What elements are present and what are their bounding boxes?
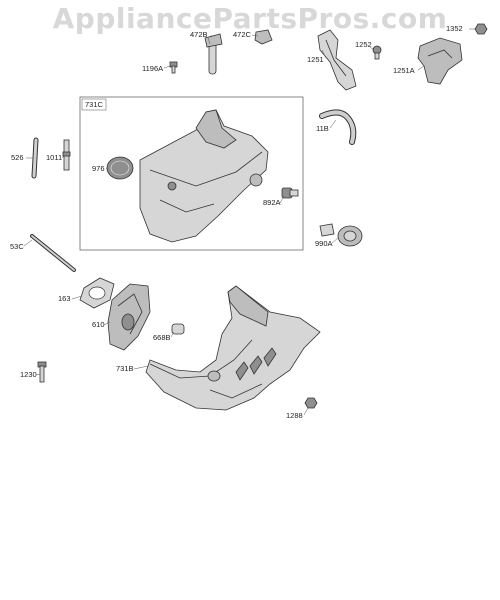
leader-lines (23, 28, 475, 416)
label-1252: 1252 (355, 40, 372, 49)
part-1288-nut[interactable] (304, 397, 318, 409)
part-990A-knob[interactable] (319, 223, 363, 247)
part-668B-spacer[interactable] (171, 323, 185, 335)
label-1251: 1251 (307, 55, 324, 64)
part-526-hose[interactable] (31, 137, 39, 179)
part-976-screen[interactable] (106, 156, 134, 180)
label-box-731C (81, 98, 107, 111)
part-53C-rod[interactable] (30, 234, 76, 272)
label-11B: 11B (316, 124, 329, 133)
part-1251-bracket[interactable] (317, 29, 357, 91)
watermark-text: AppliancePartsPros.com (52, 2, 448, 35)
part-1252-screw[interactable] (372, 45, 382, 60)
label-1196A: 1196A (142, 64, 163, 73)
label-668B: 668B (153, 333, 171, 342)
part-1230-bolt[interactable] (37, 361, 47, 383)
label-1352: 1352 (446, 24, 463, 33)
label-1011: 1011 (46, 153, 62, 162)
assembly-box-731C (79, 96, 304, 251)
label-610: 610 (92, 320, 105, 329)
part-610-shield[interactable] (107, 283, 151, 351)
label-731C: 731C (85, 100, 104, 109)
label-526: 526 (11, 153, 24, 162)
part-11B-tube[interactable] (319, 109, 357, 145)
part-472B-lever[interactable] (204, 33, 223, 75)
label-892A: 892A (263, 198, 281, 207)
label-976: 976 (92, 164, 105, 173)
part-472C-clip[interactable] (254, 29, 273, 45)
part-731B-base-shroud[interactable] (145, 285, 321, 411)
label-163: 163 (58, 294, 71, 303)
label-1288: 1288 (286, 411, 303, 420)
part-1011-stud[interactable] (62, 139, 71, 171)
label-472C: 472C (233, 30, 252, 39)
label-53C: 53C (10, 242, 24, 251)
part-1196A-screw[interactable] (169, 61, 178, 74)
part-1251A-cover[interactable] (417, 37, 463, 85)
label-1251A: 1251A (393, 66, 415, 75)
label-472B: 472B (190, 30, 208, 39)
part-892A-grommet[interactable] (281, 187, 299, 199)
label-731B: 731B (116, 364, 134, 373)
label-1230: 1230 (20, 370, 37, 379)
label-990A: 990A (315, 239, 333, 248)
part-1352-nut[interactable] (474, 23, 488, 35)
part-731C-blower-housing[interactable] (139, 109, 269, 243)
part-163-gasket[interactable] (79, 277, 115, 309)
